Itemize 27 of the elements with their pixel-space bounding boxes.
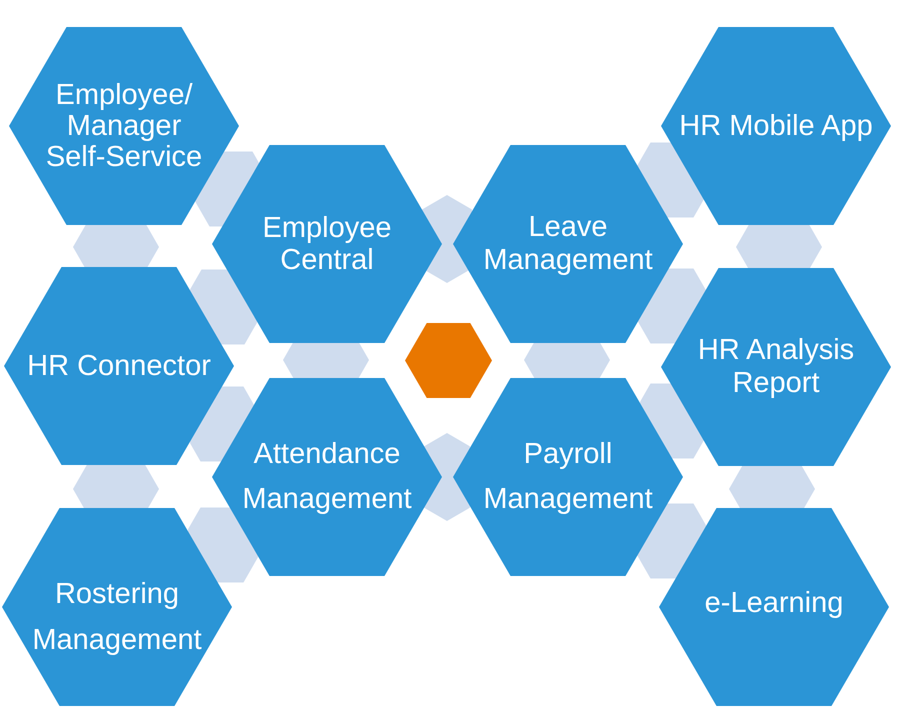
link-hexagon — [190, 386, 254, 462]
link-hexagon — [637, 142, 704, 218]
link-hexagon — [422, 195, 472, 283]
hexagon — [4, 267, 234, 465]
hexagon — [453, 378, 683, 576]
hexagon — [9, 27, 239, 225]
hexagon-label: Attendance Management — [241, 437, 413, 517]
hexagon — [212, 145, 442, 343]
hexagon-label: HR Connector — [27, 349, 211, 383]
link-hexagon — [640, 383, 704, 459]
hexagon-label: Employee Central — [262, 212, 392, 276]
center-hexagon — [404, 322, 492, 398]
hexagon-label: Rostering Management — [31, 577, 203, 658]
link-hexagon — [190, 269, 257, 345]
hexagon — [661, 268, 891, 466]
hexagon-label: Leave Management — [482, 211, 654, 277]
hexagon-label: Employee/ Manager Self-Service — [44, 80, 204, 172]
hexagon-label: HR Mobile App — [679, 109, 873, 143]
hexagon — [659, 508, 889, 706]
hexagon-label: Payroll Management — [482, 437, 654, 517]
hexagon — [453, 145, 683, 343]
hexagon — [212, 378, 442, 576]
link-hexagon — [424, 433, 470, 521]
hexagon-label: e-Learning — [704, 586, 844, 620]
hexagon — [661, 27, 891, 225]
hexagon — [2, 508, 232, 706]
hexagon-label: HR Analysis Report — [696, 334, 856, 400]
